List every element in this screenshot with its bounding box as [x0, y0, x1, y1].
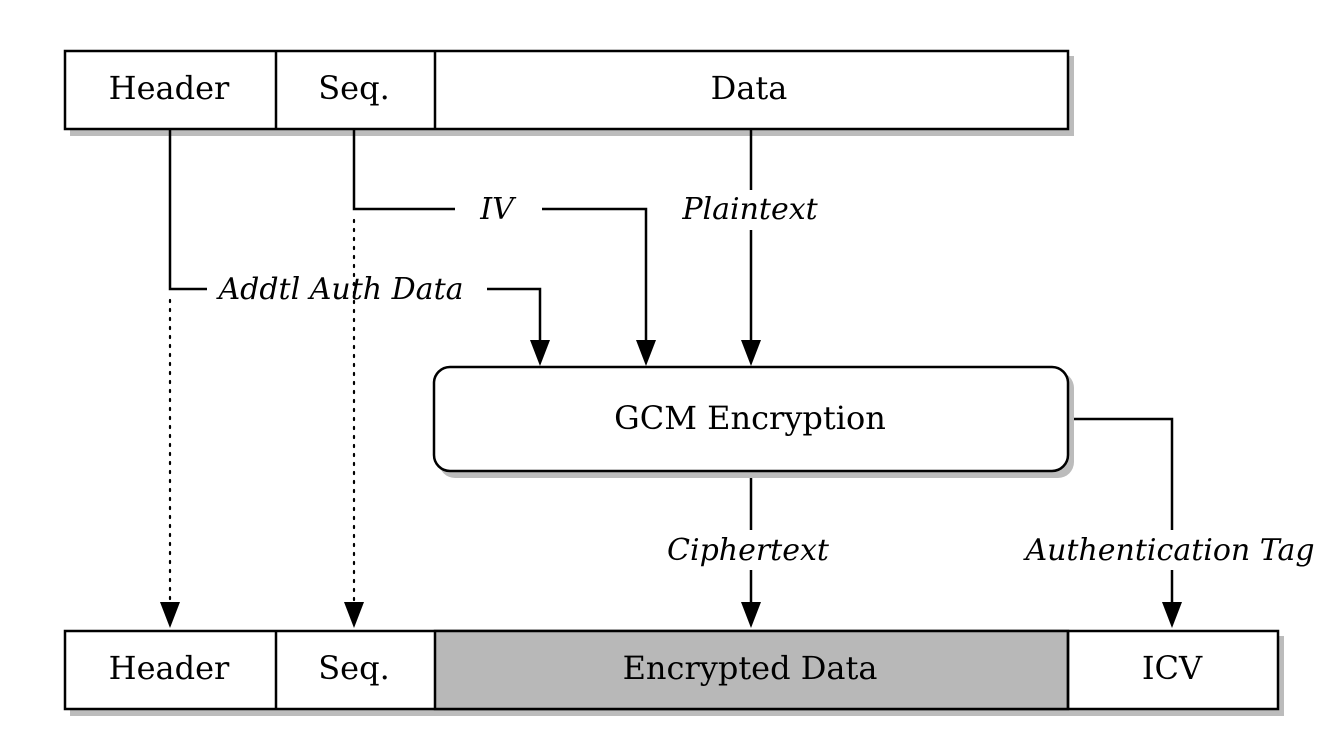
bottom-encrypted-data-field: Encrypted Data: [623, 649, 878, 687]
iv-arrow-icon: [636, 340, 656, 366]
top-packet: Header Seq. Data: [63, 49, 1074, 136]
authtag-line-from-gcm: [1068, 417, 1174, 530]
aad-label: Addtl Auth Data: [215, 272, 463, 307]
authtag-arrow-icon: [1162, 602, 1182, 628]
bottom-header-field: Header: [109, 649, 230, 687]
bottom-icv-field: ICV: [1142, 649, 1203, 687]
gcm-encryption-box: GCM Encryption: [432, 365, 1074, 478]
aad-arrow-icon: [530, 340, 550, 366]
passthrough-lines: [168, 218, 356, 602]
top-seq-field: Seq.: [318, 69, 390, 107]
iv-label: IV: [479, 192, 517, 227]
header-arrow-icon: [160, 602, 180, 628]
iv-line-to-gcm: [542, 207, 648, 342]
aad-line-from-header: [168, 129, 207, 291]
iv-line-from-seq: [352, 129, 455, 211]
gcm-box-title: GCM Encryption: [614, 399, 886, 437]
top-header-field: Header: [109, 69, 230, 107]
flow-labels: IV Plaintext Addtl Auth Data Ciphertext …: [215, 192, 1314, 568]
top-packet-frame: [63, 49, 1070, 131]
aad-line-to-gcm: [487, 287, 542, 342]
ciphertext-label: Ciphertext: [667, 533, 830, 568]
plaintext-arrow-icon: [741, 340, 761, 366]
authtag-label: Authentication Tag: [1022, 533, 1314, 568]
plaintext-label: Plaintext: [681, 192, 818, 227]
connectors: [168, 129, 1174, 604]
gcm-box-frame: [432, 365, 1070, 473]
encrypted-data-cell: [433, 629, 1070, 711]
seq-arrow-icon: [344, 602, 364, 628]
top-data-field: Data: [711, 69, 788, 107]
ciphertext-arrow-icon: [741, 602, 761, 628]
bottom-seq-field: Seq.: [318, 649, 390, 687]
arrowheads: [160, 340, 1182, 628]
bottom-packet: Header Seq. Encrypted Data ICV: [63, 629, 1284, 716]
